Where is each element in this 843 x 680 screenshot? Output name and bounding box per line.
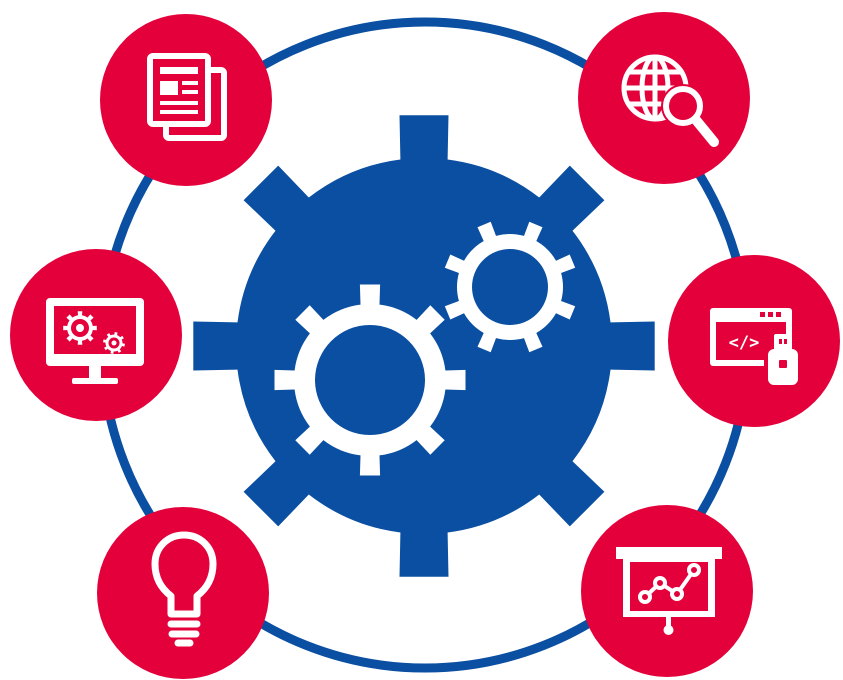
badge-presentation-chart: [581, 505, 753, 677]
presentation-chart-icon: [616, 547, 722, 635]
badge-monitor-gears: [10, 249, 182, 421]
small-gear-right-icon: [444, 221, 576, 353]
code-glyph: </>: [729, 333, 760, 353]
badge-browser-code: </>: [668, 255, 840, 427]
badge-globe-search: [578, 12, 750, 184]
browser-code-usb-icon: </>: [710, 308, 798, 386]
monitor-gears-icon: [46, 298, 144, 384]
badge-light-bulb: [97, 507, 269, 679]
badge-newspaper: [100, 14, 272, 186]
light-bulb-icon: [151, 531, 217, 647]
small-gear-left-icon: [274, 284, 466, 476]
